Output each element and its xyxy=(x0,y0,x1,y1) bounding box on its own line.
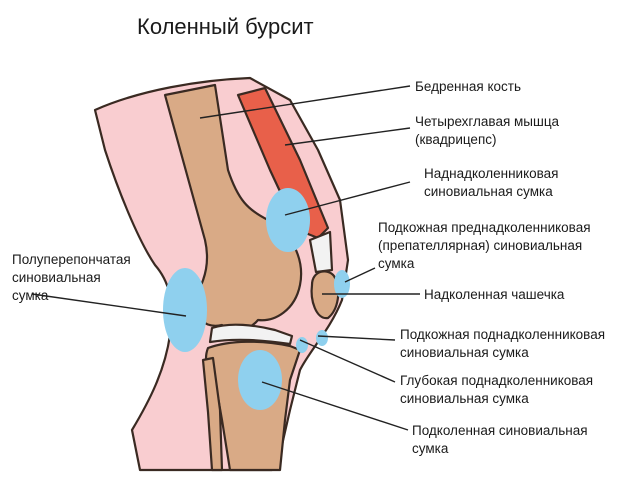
suprapatellar-bursa xyxy=(266,188,310,252)
label-deep-infrapatellar-line2: синовиальная сумка xyxy=(400,391,529,406)
label-subcut-infrapatellar-line1: Подкожная поднадколенниковая xyxy=(400,327,605,342)
popliteal-bursa xyxy=(238,350,282,410)
semimembranosus-bursa xyxy=(163,268,207,352)
label-suprapatellar-line1: Наднадколенниковая xyxy=(424,166,559,181)
label-quadriceps-line2: (квадрицепс) xyxy=(415,132,497,147)
leader-popliteal xyxy=(261,381,409,431)
label-semimembranosus-line2: синовиальная xyxy=(12,270,101,285)
fibula-bone xyxy=(201,356,224,472)
leader-subcut-infrapatellar xyxy=(317,335,396,341)
quadriceps-muscle xyxy=(236,86,330,240)
prepatellar-bursa xyxy=(334,270,350,298)
joint-cartilage xyxy=(208,323,294,346)
leader-suprapatellar xyxy=(284,181,411,216)
leader-semimembranosus xyxy=(31,293,187,317)
label-prepatellar-line1: Подкожная преднадколенниковая xyxy=(378,220,591,235)
label-prepatellar-line3: сумка xyxy=(378,256,415,271)
label-femur: Бедренная кость xyxy=(415,79,521,94)
label-subcut-infrapatellar-line2: синовиальная сумка xyxy=(400,345,529,360)
leader-deep-infrapatellar xyxy=(299,339,396,383)
label-popliteal-line2: сумка xyxy=(412,441,449,456)
deep-infrapatellar-bursa xyxy=(296,337,308,353)
label-deep-infrapatellar-line1: Глубокая поднадколенниковая xyxy=(400,373,593,388)
leader-prepatellar xyxy=(344,267,376,283)
subcut-infrapatellar-bursa xyxy=(316,330,328,346)
label-suprapatellar-line2: синовиальная сумка xyxy=(424,184,553,199)
label-popliteal-line1: Подколенная синовиальная xyxy=(412,423,588,438)
diagram-title: Коленный бурсит xyxy=(137,14,314,39)
quadriceps-tendon xyxy=(308,230,334,274)
label-semimembranosus-line3: сумка xyxy=(12,288,49,303)
label-prepatellar-line2: (препателлярная) синовиальная xyxy=(378,238,582,253)
label-semimembranosus-line1: Полуперепончатая xyxy=(12,252,131,267)
leader-femur xyxy=(199,85,411,119)
label-patella: Надколенная чашечка xyxy=(424,287,565,302)
label-quadriceps-line1: Четырехглавая мышца xyxy=(415,114,560,129)
leader-quadriceps xyxy=(284,127,411,146)
patella-bone xyxy=(310,270,340,320)
